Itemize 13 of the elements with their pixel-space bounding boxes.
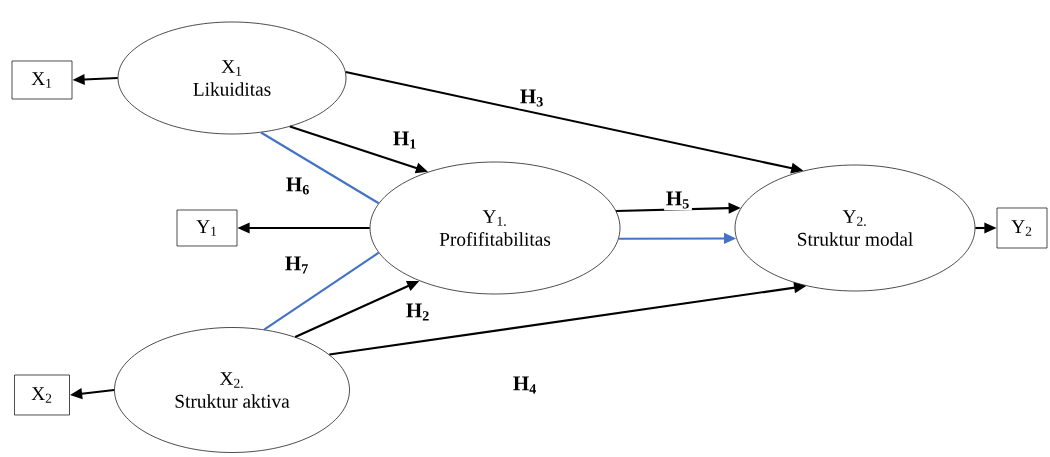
connector-line xyxy=(260,131,380,205)
edge-label: H$_{3}$ xyxy=(518,87,546,109)
edge-label: H$_{4}$ xyxy=(511,374,539,396)
edge-label: H$_{6}$ xyxy=(284,175,312,197)
edge-label: H$_{5}$ xyxy=(664,189,692,211)
indicator-box: X$_{1}$ xyxy=(11,60,73,100)
connector-line xyxy=(263,251,380,331)
indicator-box: Y$_{1}$ xyxy=(176,209,238,247)
edge-label: H$_{7}$ xyxy=(283,254,311,276)
indicator-box: Y$_{2}$ xyxy=(996,207,1048,249)
edge-label: H$_{2}$ xyxy=(404,301,432,323)
indicator-box: X$_{2}$ xyxy=(14,374,70,416)
edge-label: H$_{1}$ xyxy=(391,129,419,151)
